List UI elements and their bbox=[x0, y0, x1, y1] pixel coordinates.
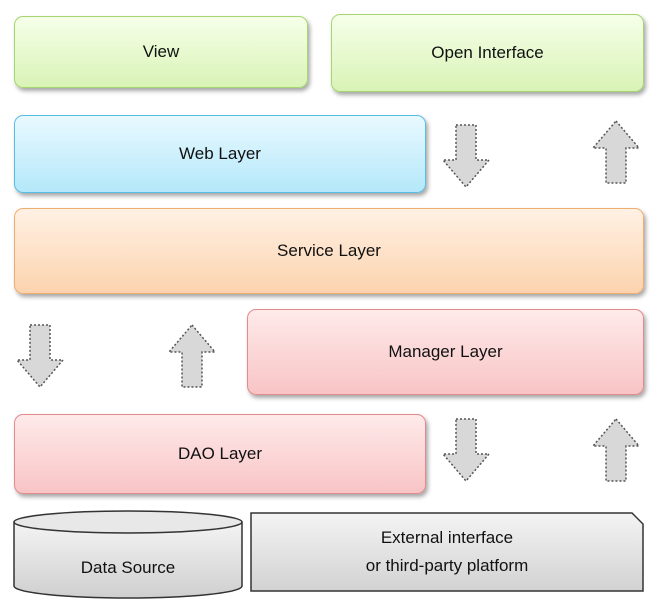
arrow-down-icon bbox=[441, 124, 491, 189]
data-source-cylinder: Data Source bbox=[13, 510, 243, 600]
external-interface-line1: External interface bbox=[380, 528, 514, 547]
manager-layer-box: Manager Layer bbox=[247, 309, 644, 395]
web-layer-label: Web Layer bbox=[179, 144, 261, 163]
view-label: View bbox=[142, 42, 180, 61]
open-interface-label: Open Interface bbox=[431, 43, 544, 62]
manager-layer-label: Manager Layer bbox=[388, 342, 503, 361]
external-interface-shape bbox=[250, 512, 644, 592]
view-box: View bbox=[14, 16, 308, 88]
open-interface-box: Open Interface bbox=[331, 14, 644, 92]
service-layer-box: Service Layer bbox=[14, 208, 644, 294]
service-layer-label: Service Layer bbox=[277, 241, 381, 260]
external-interface-box: External interface or third-party platfo… bbox=[250, 512, 644, 592]
arrow-up-icon bbox=[167, 323, 217, 388]
arrow-up-icon bbox=[591, 417, 641, 482]
dao-layer-label: DAO Layer bbox=[177, 444, 263, 463]
arrow-up-icon bbox=[591, 119, 641, 184]
dao-layer-box: DAO Layer bbox=[14, 414, 426, 494]
web-layer-box: Web Layer bbox=[14, 115, 426, 193]
arrow-down-icon bbox=[15, 324, 65, 389]
external-interface-line2: or third-party platform bbox=[365, 556, 529, 575]
database-icon bbox=[13, 510, 243, 599]
arrow-down-icon bbox=[441, 418, 491, 483]
data-source-label: Data Source bbox=[80, 558, 176, 577]
